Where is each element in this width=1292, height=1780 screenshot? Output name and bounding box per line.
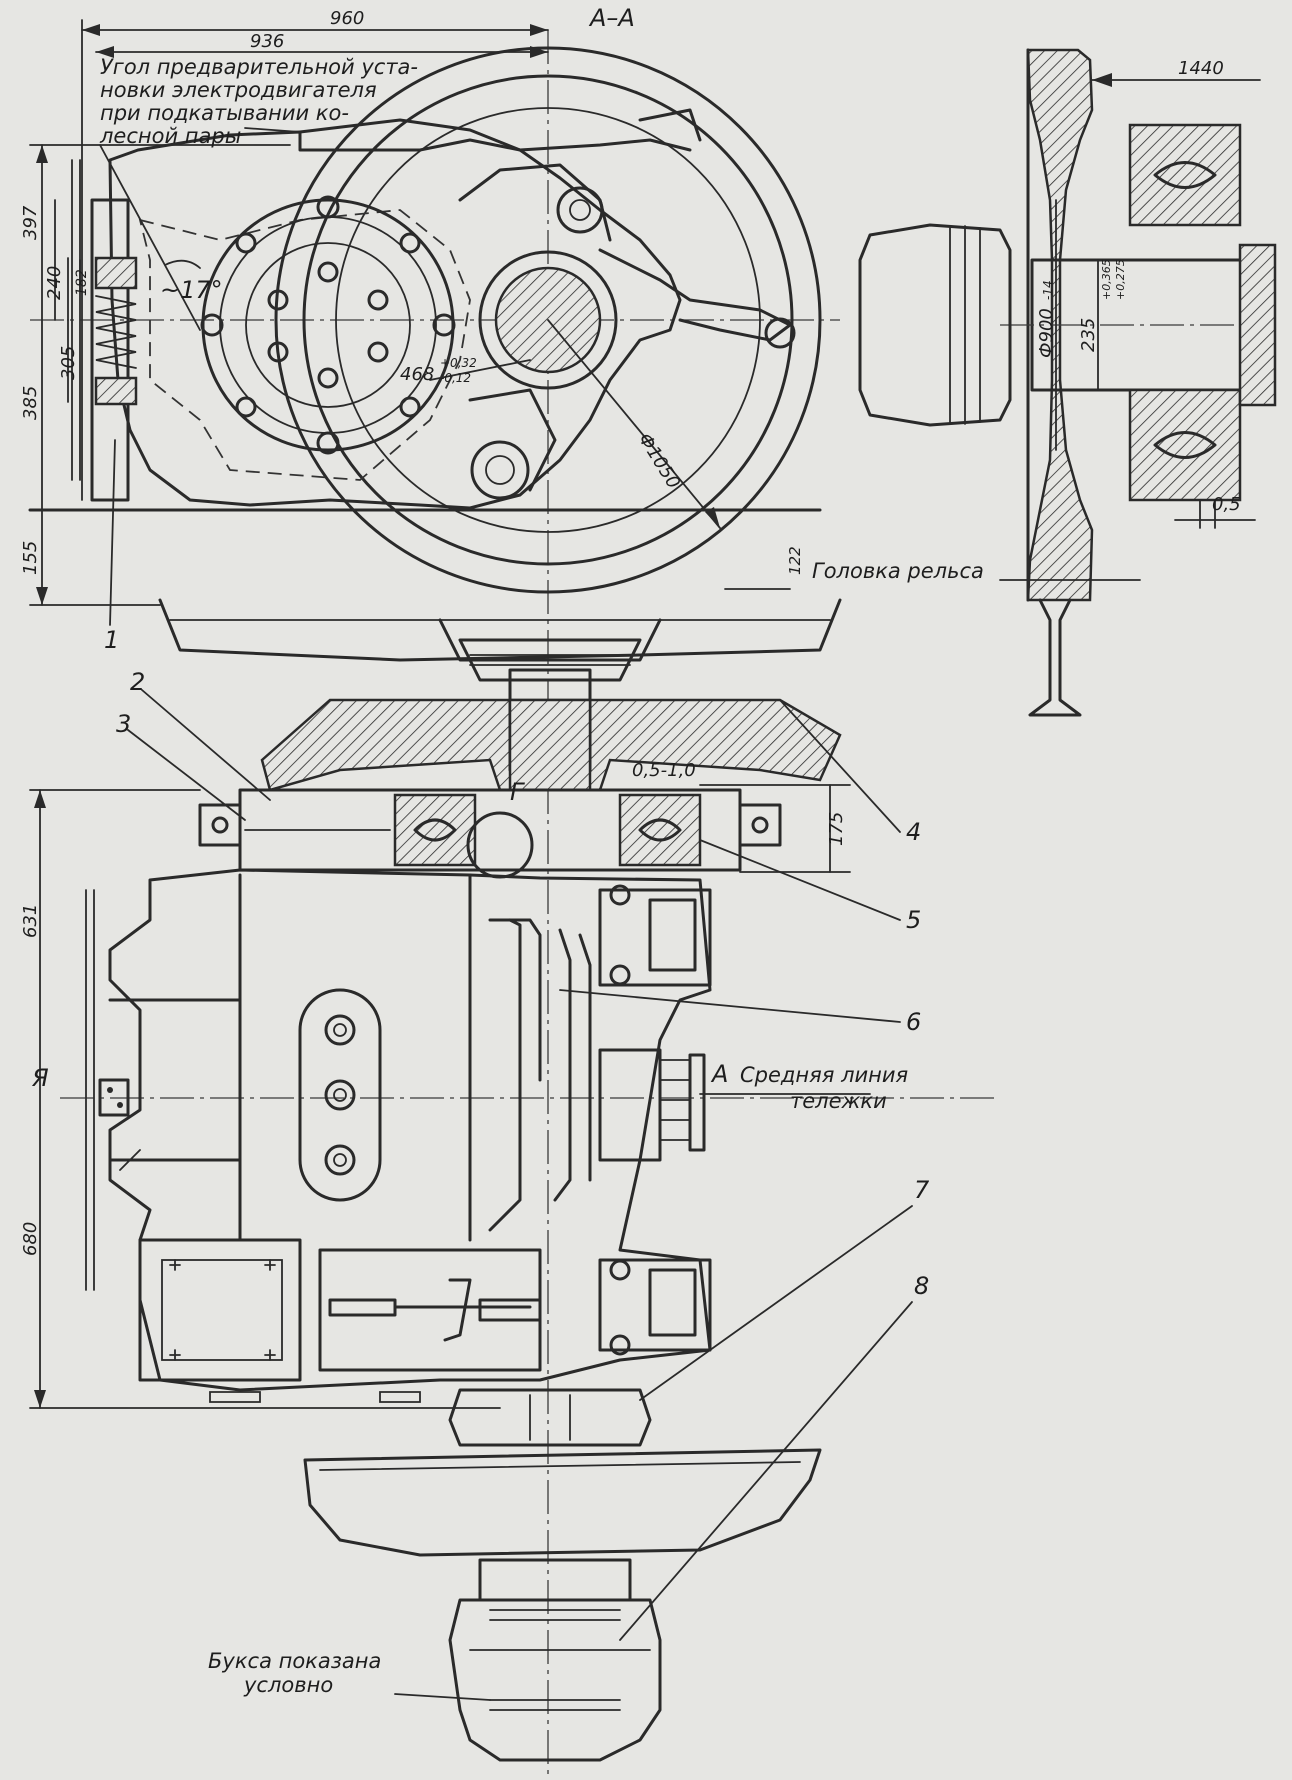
dim-175: 175 (826, 812, 847, 846)
dim-680: 680 (20, 1222, 41, 1256)
dim-305: 305 (58, 346, 79, 380)
dim-468-tol-upper: +0,32 (440, 356, 477, 370)
dim-155: 155 (20, 541, 41, 575)
motor-plan-body (108, 868, 712, 1392)
note-preset-angle-1: Угол предварительной уста- (100, 55, 418, 79)
note-centerline-2: тележки (790, 1089, 887, 1113)
flange-bolts (200, 195, 456, 455)
note-axle-box-2: условно (243, 1673, 333, 1697)
rail-profile (1028, 598, 1082, 717)
dim-phi1050: Ф1050 (634, 430, 684, 493)
section-label: А–А (588, 4, 635, 32)
part-number-7: 7 (914, 1176, 930, 1204)
detail-g: Г (510, 778, 525, 806)
dim-468-tol-lower: -0,12 (440, 371, 471, 385)
note-preset-angle-2: новки электродвигателя (100, 78, 377, 102)
terminal-box (598, 1048, 662, 1162)
annotations: А–А 960 936 1440 Угол предварительной ус… (20, 4, 1241, 1697)
dim-960: 960 (330, 8, 364, 29)
part-number-4: 4 (906, 818, 921, 846)
letter-ya: Я (31, 1064, 49, 1092)
axle-hub (478, 250, 618, 390)
part-number-2: 2 (130, 668, 145, 696)
part-number-6: 6 (906, 1008, 921, 1036)
rail (158, 598, 842, 662)
wheel-outer-rim (274, 46, 822, 594)
note-axle-box-1: Букса показана (208, 1649, 381, 1673)
dim-235-tol-lower: +0,275 (1114, 259, 1127, 300)
dim-397: 397 (20, 205, 41, 240)
lower-bracket (470, 440, 530, 500)
dim-122: 122 (786, 546, 804, 575)
upper-bracket (458, 163, 612, 242)
dim-phi900-tol: -14 (1041, 280, 1055, 300)
part-leaders (109, 127, 913, 1701)
part-number-5: 5 (906, 906, 921, 934)
dim-235: 235 (1078, 318, 1099, 352)
dim-385: 385 (20, 386, 41, 420)
inspection-cover (298, 988, 382, 1202)
gear-drum (858, 223, 1012, 427)
dim-1440: 1440 (1178, 58, 1224, 79)
section-aa (858, 48, 1277, 717)
dim-631: 631 (20, 904, 41, 938)
cable-pipe (488, 918, 542, 1082)
axle-collar (448, 1388, 652, 1447)
dim-235-tol-upper: +0,365 (1100, 259, 1113, 300)
upper-lug (598, 888, 712, 987)
dim-phi900: Ф900 (1036, 308, 1057, 358)
dimension-lines (29, 19, 851, 1409)
lower-lug (598, 1258, 712, 1352)
part-number-1: 1 (104, 626, 119, 654)
dim-182: 182 (74, 269, 90, 296)
dim-gap: 0,5-1,0 (632, 760, 696, 781)
dim-0-5: 0,5 (1212, 494, 1241, 515)
note-preset-angle-4: лесной пары (99, 124, 241, 148)
plan-view (85, 638, 842, 1762)
dim-468: 468 (400, 364, 434, 385)
note-centerline-1: Средняя линия (740, 1063, 908, 1087)
dim-240: 240 (44, 266, 65, 300)
note-rail-head: Головка рельса (812, 559, 984, 583)
dim-936: 936 (250, 31, 284, 52)
spring-stack (90, 198, 138, 502)
detail-g-circle (466, 811, 534, 879)
axle-box (448, 1598, 662, 1762)
lower-wheel (303, 1448, 822, 1557)
wheel-inner-rim (302, 74, 794, 566)
letter-a: А (710, 1060, 728, 1088)
gear-chamber (318, 1248, 542, 1372)
motor-housing (108, 130, 682, 510)
part-number-8: 8 (914, 1272, 929, 1300)
dim-angle: ~17° (160, 276, 223, 304)
left-chamber (138, 1238, 302, 1382)
note-preset-angle-3: при подкатывании ко- (100, 101, 349, 125)
part-number-3: 3 (116, 710, 131, 738)
